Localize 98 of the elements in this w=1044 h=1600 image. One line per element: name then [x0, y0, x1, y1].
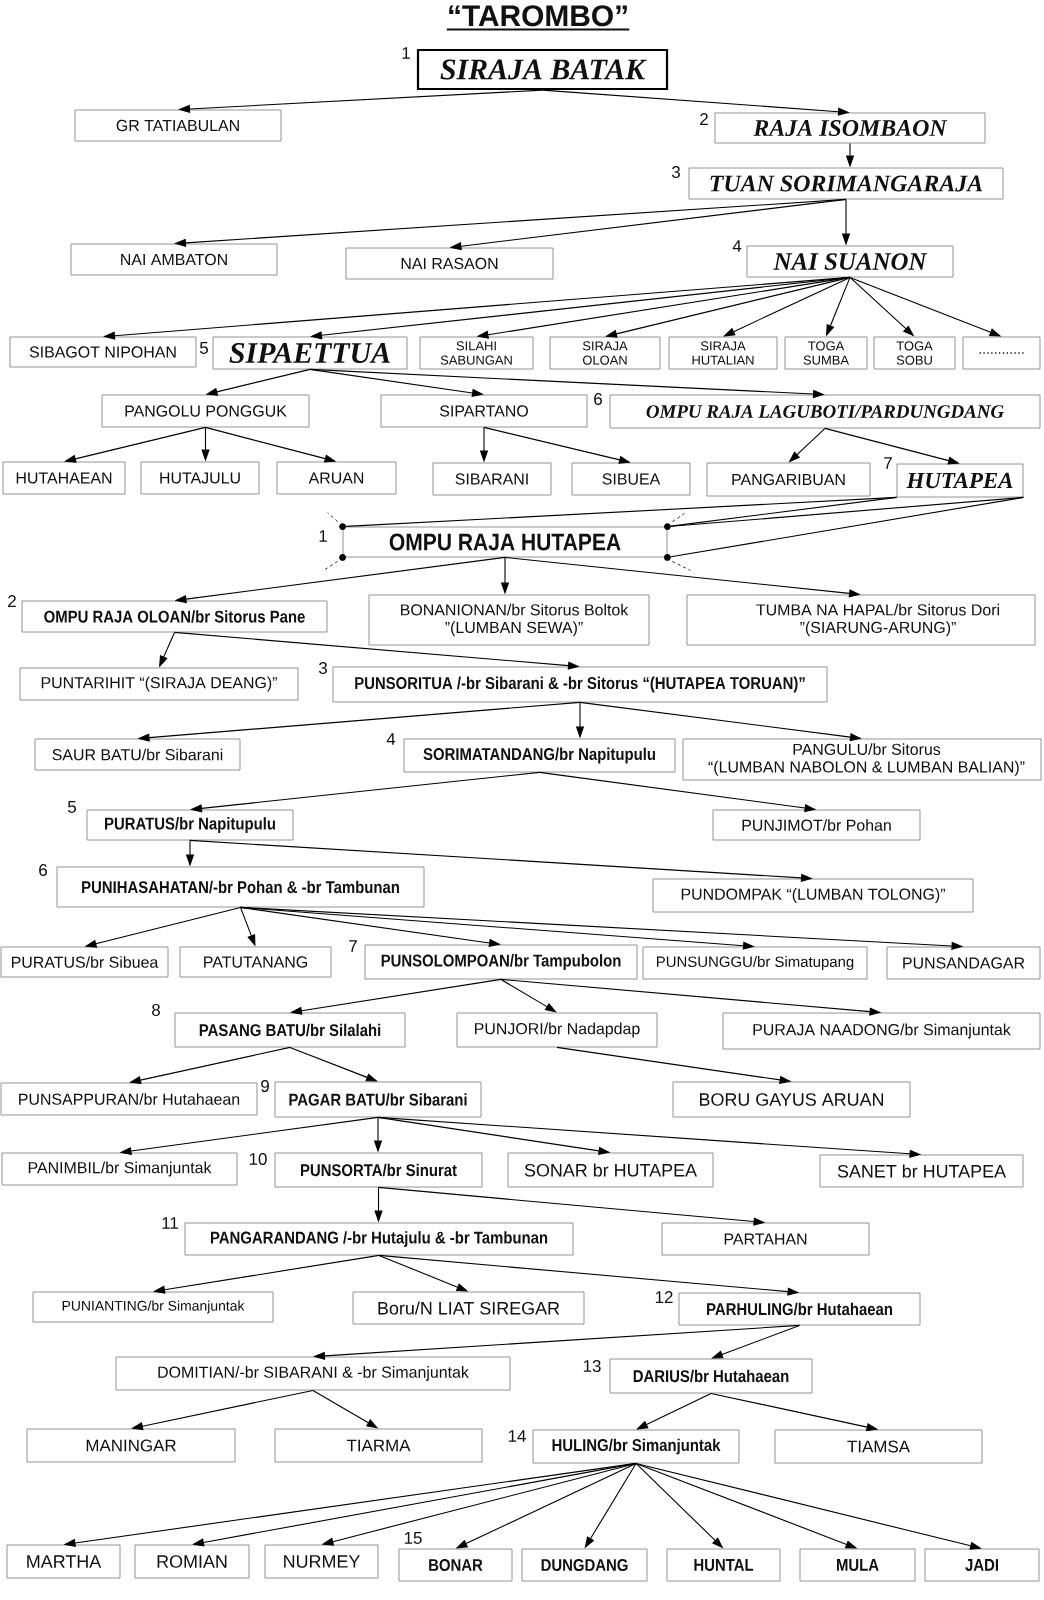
name-box: PUNSOLOMPOAN/br Tampubolon	[364, 944, 638, 980]
name-box: MULA	[799, 1548, 916, 1582]
generation-number: 14	[508, 1430, 526, 1442]
name-box: HULING/br Simanjuntak	[532, 1429, 740, 1464]
name-box: PANGARANDANG /-br Hutajulu & -br Tambunan	[184, 1222, 574, 1256]
name-box: OMPU RAJA HUTAPEA	[342, 526, 668, 558]
name-box: BORU GAYUS ARUAN	[672, 1081, 911, 1118]
generation-number: 8	[152, 1004, 160, 1016]
name-box: BONANIONAN/br Sitorus Boltok ”(LUMBAN SEWA)”	[368, 594, 650, 646]
name-box: PUNSUNGGU/br Simatupang	[642, 946, 868, 980]
name-box: NURMEY	[264, 1544, 379, 1579]
name-box: SIRAJA OLOAN	[549, 336, 661, 370]
generation-number: 4	[386, 733, 396, 745]
name-box: ROMIAN	[134, 1544, 250, 1579]
generation-number: 6	[594, 393, 602, 405]
generation-number: 2	[700, 113, 708, 125]
generation-number: 2	[8, 595, 16, 607]
name-box: PUNJORI/br Nadapdap	[456, 1012, 658, 1048]
generation-number: 3	[318, 662, 327, 674]
name-box: TIARMA	[274, 1428, 483, 1463]
name-box: SONAR br HUTAPEA	[507, 1152, 714, 1188]
name-box: SIBUEA	[571, 462, 691, 496]
connector-line	[670, 496, 1024, 558]
name-box: PUNSANDAGAR	[886, 946, 1041, 980]
name-box: PANGOLU PONGGUK	[101, 394, 310, 428]
generation-number: 15	[404, 1532, 422, 1544]
name-box: PURATUS/br Napitupulu	[86, 809, 294, 841]
name-box: SIRAJA BATAK	[416, 48, 669, 91]
name-box: HUTAJULU	[140, 461, 260, 495]
name-box: DUNGDANG	[521, 1548, 648, 1582]
generation-number: 4	[732, 240, 742, 252]
name-box: PUNIHASAHATAN/-br Pohan & -br Tambunan	[56, 866, 425, 908]
name-box: HUTAHAEAN	[2, 461, 126, 495]
name-box: OMPU RAJA OLOAN/br Sitorus Pane	[21, 600, 328, 633]
name-box: TIAMSA	[774, 1429, 983, 1464]
generation-number: 1	[402, 47, 410, 59]
name-box: BONAR	[398, 1548, 513, 1582]
name-box: JADI	[924, 1548, 1040, 1582]
arrow	[500, 978, 557, 1013]
generation-number: 5	[199, 342, 208, 354]
name-box: TOGA SUMBA	[784, 336, 868, 370]
name-box: PATUTANANG	[179, 946, 332, 978]
connector-line	[670, 496, 898, 527]
name-box: PANGULU/br Sitorus “(LUMBAN NABOLON & LUMBAN BALIAN)”	[682, 738, 1042, 781]
name-box: SILAHI SABUNGAN	[419, 336, 534, 370]
name-box: SIBARANI	[432, 462, 552, 496]
name-box: PURAJA NAADONG/br Simanjuntak	[722, 1012, 1041, 1050]
generation-number: 1	[319, 530, 327, 542]
title: “TAROMBO”	[446, 5, 630, 31]
name-box: ............	[962, 336, 1041, 370]
generation-number: 12	[655, 1291, 673, 1303]
name-box: HUTAPEA	[896, 463, 1024, 498]
generation-number: 11	[162, 1217, 178, 1229]
name-box: OMPU RAJA LAGUBOTI/PARDUNGDANG	[609, 394, 1041, 429]
name-box: SANET br HUTAPEA	[819, 1154, 1024, 1188]
generation-number: 7	[884, 457, 892, 469]
name-box: PUNSORITUA /-br Sibarani & -br Sitorus “(HUTAPEA TORUAN)”	[332, 666, 828, 703]
generation-number: 6	[39, 864, 47, 876]
name-box: SIPARTANO	[380, 394, 588, 428]
name-box: PANGARIBUAN	[706, 462, 871, 497]
generation-number: 10	[249, 1153, 267, 1165]
name-box: NAI AMBATON	[70, 243, 278, 276]
name-box: Boru/N LIAT SIREGAR	[352, 1291, 585, 1325]
name-box: PASANG BATU/br Silalahi	[174, 1012, 406, 1048]
name-box: PUNJIMOT/br Pohan	[712, 809, 921, 841]
name-box: PARHULING/br Hutahaean	[678, 1292, 921, 1326]
name-box: SIPAETTUA	[212, 336, 408, 370]
name-box: DOMITIAN/-br SIBARANI & -br Simanjuntak	[115, 1356, 511, 1391]
name-box: ARUAN	[276, 461, 397, 495]
name-box: DARIUS/br Hutahaean	[609, 1358, 813, 1394]
name-box: SIRAJA HUTALIAN	[668, 336, 778, 370]
name-box: PUNSORTA/br Sinurat	[274, 1152, 483, 1188]
name-box: SAUR BATU/br Sibarani	[34, 738, 241, 771]
name-box: MARTHA	[6, 1544, 121, 1579]
name-box: MANINGAR	[26, 1428, 236, 1463]
name-box: PUNIANTING/br Simanjuntak	[32, 1291, 274, 1323]
name-box: GR TATIABULAN	[74, 109, 282, 142]
name-box: SORIMATANDANG/br Napitupulu	[403, 738, 676, 773]
generation-number: 7	[349, 940, 357, 952]
name-box: TOGA SOBU	[873, 336, 956, 370]
name-box: TUAN SORIMANGARAJA	[688, 167, 1004, 200]
generation-number: 9	[261, 1080, 269, 1092]
name-box: PARTAHAN	[661, 1222, 870, 1256]
name-box: PANIMBIL/br Simanjuntak	[1, 1152, 238, 1186]
name-box: NAI RASAON	[345, 247, 554, 280]
name-box: PUNTARIHIT “(SIRAJA DEANG)”	[19, 667, 299, 701]
generation-number: 13	[583, 1360, 601, 1372]
name-box: PUNDOMPAK “(LUMBAN TOLONG)”	[652, 878, 974, 913]
name-box: NAI SUANON	[746, 245, 954, 278]
name-box: SIBAGOT NIPOHAN	[9, 336, 197, 368]
name-box: TUMBA NA HAPAL/br Sitorus Dori ”(SIARUNG-ARUNG)”	[686, 594, 1036, 646]
name-box: PURATUS/br Sibuea	[0, 946, 169, 978]
name-box: HUNTAL	[666, 1548, 781, 1582]
name-box: RAJA ISOMBAON	[714, 112, 986, 144]
generation-number: 3	[671, 166, 680, 178]
generation-number: 5	[67, 801, 76, 813]
name-box: PUNSAPPURAN/br Hutahaean	[0, 1082, 258, 1116]
name-box: PAGAR BATU/br Sibarani	[274, 1081, 482, 1118]
